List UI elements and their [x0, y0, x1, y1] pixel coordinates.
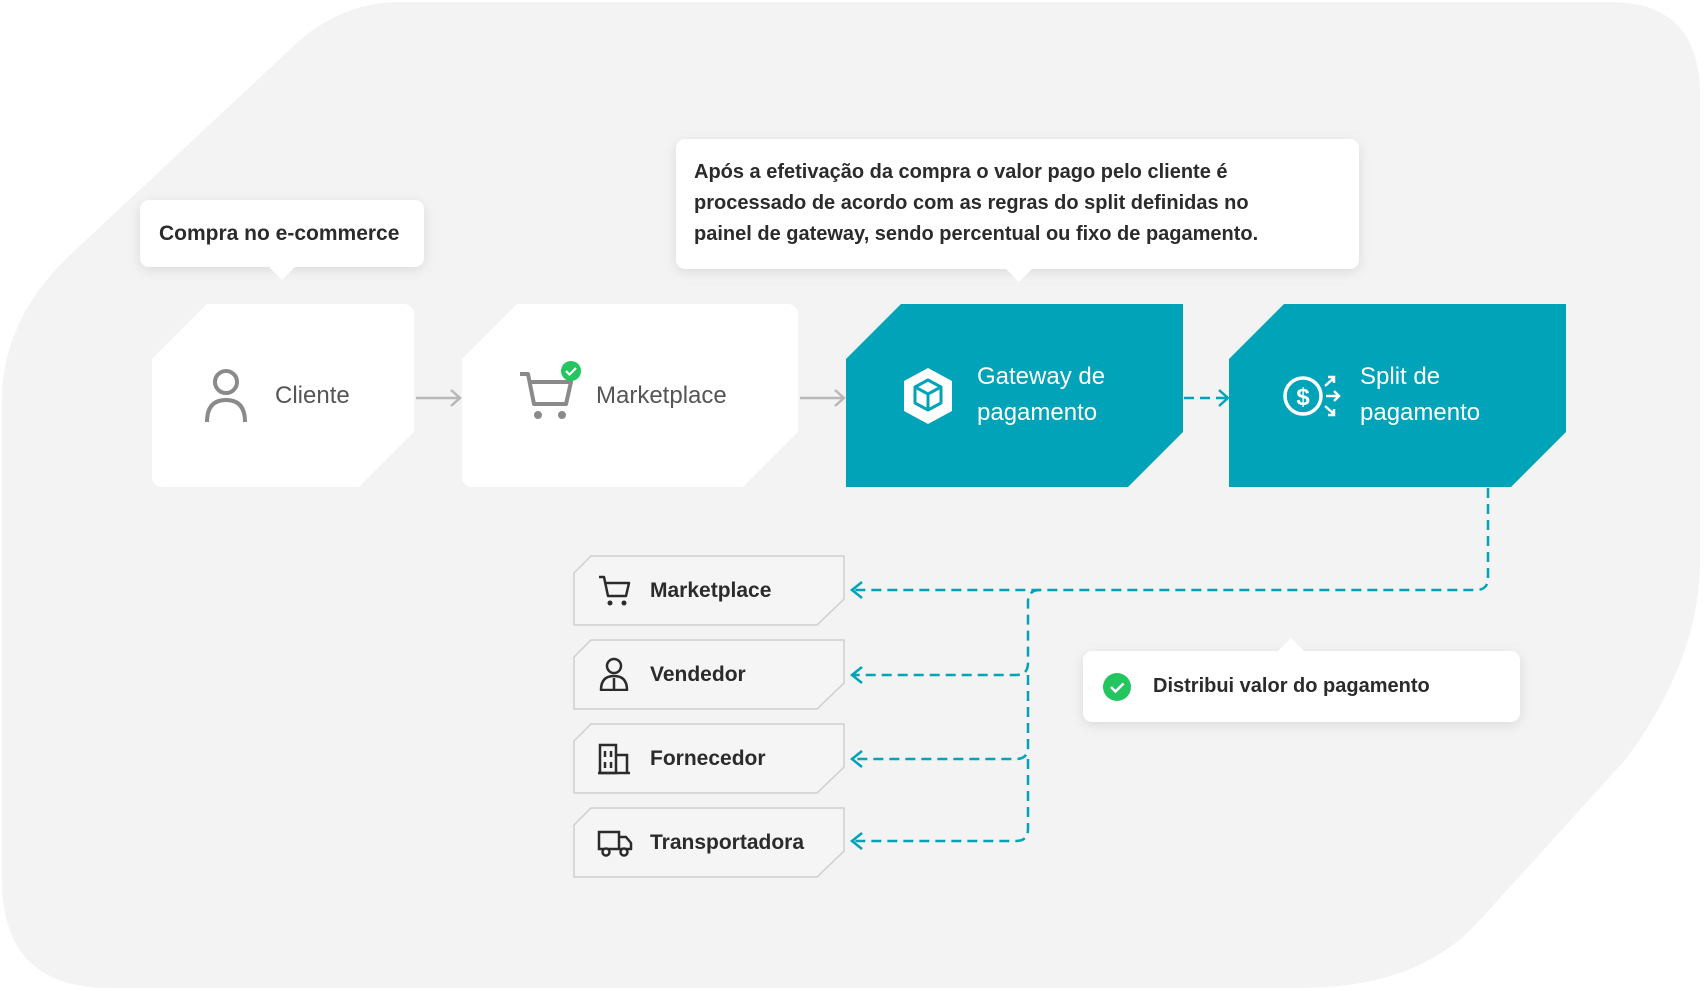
cube-icon — [900, 366, 956, 426]
recipient-frame — [573, 639, 845, 710]
user-icon — [204, 368, 248, 424]
node-marketplace: Marketplace — [462, 304, 798, 487]
tooltip-gateway-line-3: painel de gateway, sendo percentual ou f… — [694, 223, 1259, 245]
recipient-fornecedor: Fornecedor — [573, 723, 846, 794]
truck-icon — [597, 830, 633, 857]
recipient-fornecedor-label: Fornecedor — [650, 747, 766, 770]
node-cliente-label: Cliente — [275, 382, 350, 409]
tooltip-gateway-line-1: Após a efetivação da compra o valor pago… — [694, 161, 1228, 183]
arrow-marketplace-gateway — [800, 389, 846, 407]
recipient-vendedor-label: Vendedor — [650, 663, 746, 686]
tooltip-distribui-text: Distribui valor do pagamento — [1153, 675, 1430, 697]
recipient-frame — [573, 807, 845, 878]
node-split-label-2: pagamento — [1360, 399, 1481, 426]
recipient-frame — [573, 723, 845, 794]
recipient-vendedor: Vendedor — [573, 639, 846, 710]
split-payment-icon: $ — [1281, 368, 1343, 424]
recipient-transportadora-label: Transportadora — [650, 831, 805, 854]
node-gateway-label-1: Gateway de — [977, 363, 1106, 390]
tooltip-cliente: Compra no e-commerce — [140, 200, 424, 280]
tooltip-pointer — [1006, 269, 1032, 282]
node-cliente: Cliente — [152, 304, 414, 487]
tooltip-distribui: Distribui valor do pagamento — [1083, 638, 1520, 722]
building-icon — [598, 743, 630, 775]
arrow-gateway-split — [1184, 389, 1230, 407]
cart-icon — [518, 370, 574, 422]
tooltip-gateway: Após a efetivação da compra o valor pago… — [676, 139, 1359, 282]
node-split-label-1: Split de — [1360, 363, 1441, 390]
check-badge-icon — [560, 360, 582, 382]
recipient-marketplace-label: Marketplace — [650, 579, 772, 602]
recipient-marketplace: Marketplace — [573, 555, 846, 626]
node-gateway: Gateway de pagamento — [846, 304, 1183, 487]
check-circle-icon — [1103, 673, 1131, 701]
seller-icon — [599, 657, 629, 691]
tooltip-cliente-text: Compra no e-commerce — [159, 222, 400, 245]
svg-text:$: $ — [1296, 384, 1310, 411]
tooltip-pointer — [1278, 638, 1304, 651]
tooltip-gateway-line-2: processado de acordo com as regras do sp… — [694, 192, 1249, 214]
node-gateway-label-2: pagamento — [977, 399, 1098, 426]
arrow-cliente-marketplace — [416, 389, 462, 407]
recipient-transportadora: Transportadora — [573, 807, 846, 878]
recipient-frame — [573, 555, 845, 626]
node-split: $ Split de pagamento — [1229, 304, 1566, 487]
cart-icon — [599, 575, 631, 606]
tooltip-pointer — [269, 267, 295, 280]
node-marketplace-label: Marketplace — [596, 382, 727, 409]
